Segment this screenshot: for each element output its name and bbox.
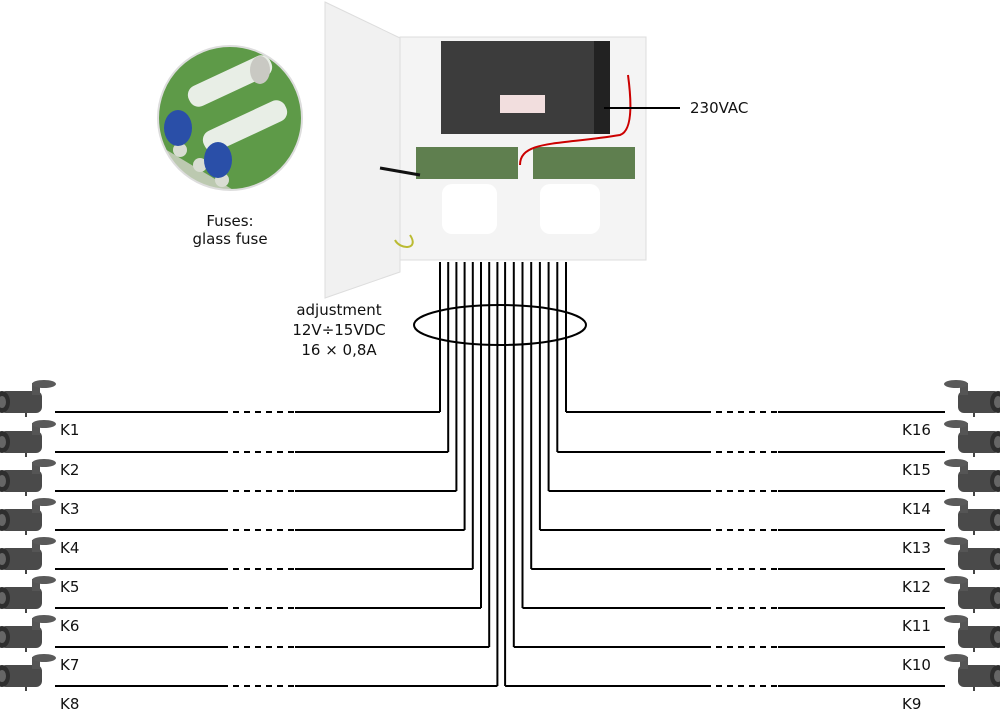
cctv-camera-icon [0,459,56,496]
cctv-camera-icon [0,537,56,574]
voltage-range: 12V÷15VDC [292,321,386,339]
cctv-camera-icon [944,576,1000,613]
cctv-camera-icon [944,537,1000,574]
cctv-camera-icon [944,654,1000,691]
cctv-camera-icon [944,498,1000,535]
cctv-camera-icon [0,654,56,691]
power-supply-enclosure [324,1,647,299]
channel-label: K11 [902,617,931,635]
channel-label: K6 [60,617,80,635]
cctv-camera-icon [0,420,56,457]
cctv-camera-icon [0,380,56,417]
cctv-camera-icon [944,615,1000,652]
channel-label: K8 [60,695,80,713]
glass-fuse-closeup [157,45,303,191]
channel-label: K12 [902,578,931,596]
cctv-camera-icon [0,498,56,535]
channel-label: K5 [60,578,80,596]
cable-bundle-ellipse [413,304,587,346]
channel-label: K10 [902,656,931,674]
channel-label: K9 [902,695,922,713]
cctv-camera-icon [944,420,1000,457]
channel-label: K1 [60,421,80,439]
cctv-camera-icon [944,380,1000,417]
channel-label: K4 [60,539,80,557]
adjustment-label: adjustment [296,301,382,319]
fuse-caption-line1: Fuses: [206,212,254,230]
channel-label: K15 [902,461,931,479]
cctv-camera-icon [944,459,1000,496]
adjustment-spec: adjustment 12V÷15VDC 16 × 0,8A [269,300,409,360]
channel-label: K3 [60,500,80,518]
channel-label: K13 [902,539,931,557]
mains-voltage-label: 230VAC [690,99,749,117]
cctv-camera-icon [0,576,56,613]
channel-label: K14 [902,500,931,518]
output-current: 16 × 0,8A [301,341,377,359]
channel-label: K7 [60,656,80,674]
channel-label: K2 [60,461,80,479]
fuse-caption: Fuses: glass fuse [170,212,290,248]
fuse-caption-line2: glass fuse [192,230,268,248]
channel-label: K16 [902,421,931,439]
cctv-camera-icon [0,615,56,652]
